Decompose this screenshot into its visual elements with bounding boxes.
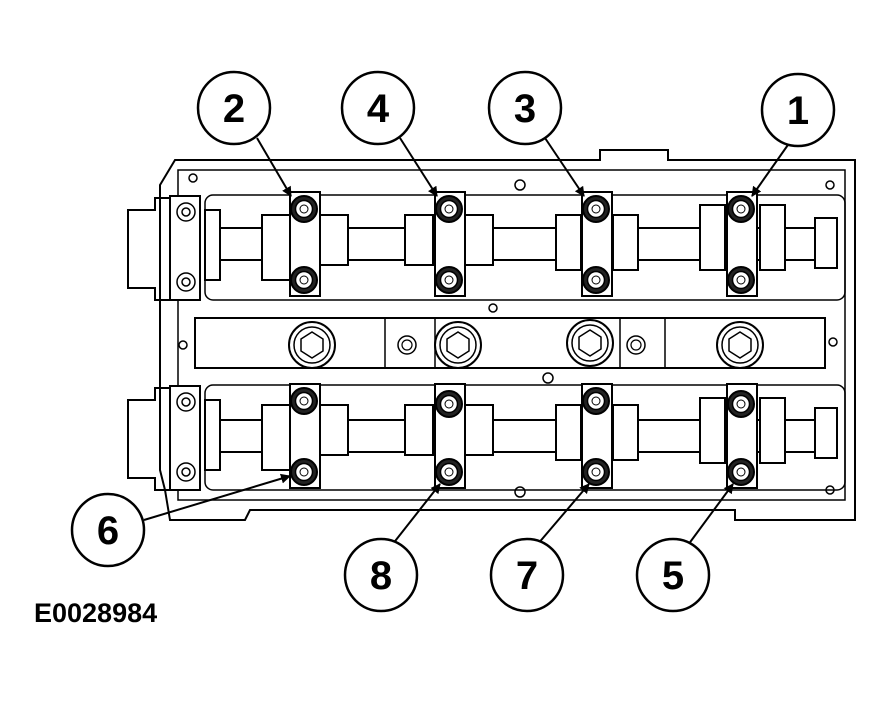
callout-7: 7: [489, 537, 565, 613]
callout-2: 2: [196, 70, 272, 146]
callout-3-label: 3: [514, 87, 536, 131]
callout-1-label: 1: [787, 89, 809, 133]
callout-4-label: 4: [367, 87, 390, 131]
callout-1: 1: [760, 72, 836, 148]
callout-7-label: 7: [516, 554, 538, 598]
callout-8: 8: [343, 537, 419, 613]
lower-camshaft: [127, 383, 846, 491]
callout-6-label: 6: [97, 509, 119, 553]
reference-code: E0028984: [34, 598, 158, 628]
callout-5: 5: [635, 537, 711, 613]
callout-6: 6: [70, 492, 146, 568]
callout-3: 3: [487, 70, 563, 146]
center-section: [194, 317, 826, 369]
callout-8-label: 8: [370, 554, 392, 598]
callout-5-label: 5: [662, 554, 684, 598]
callout-2-label: 2: [223, 87, 245, 131]
upper-camshaft: [127, 191, 846, 301]
leader-lines: [143, 137, 791, 546]
callout-4: 4: [340, 70, 416, 146]
